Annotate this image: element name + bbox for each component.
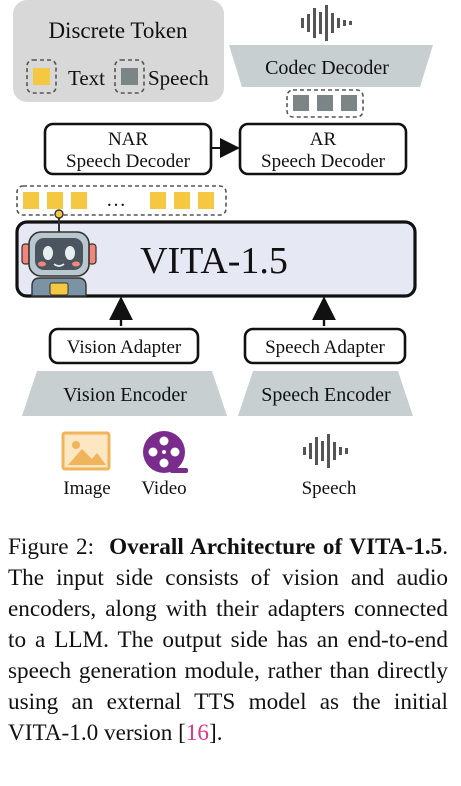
architecture-diagram: Discrete Token Text Speech Codec Decoder… [13, 0, 433, 499]
robot-icon [21, 209, 97, 297]
vision-encoder-label: Vision Encoder [63, 384, 187, 406]
caption-body: . The input side consists of vision and … [8, 534, 449, 746]
speech-token [341, 95, 357, 111]
speech-adapter-block: Speech Adapter [243, 327, 407, 365]
text-token [23, 192, 39, 209]
figure-caption: Figure 2: Overall Architecture of VITA-1… [8, 532, 448, 749]
codec-decoder-block: Codec Decoder [229, 45, 433, 87]
text-token [150, 192, 166, 209]
text-token [198, 192, 214, 209]
waveform-icon [301, 5, 352, 41]
ar-decoder-line1: AR [310, 129, 337, 150]
image-input-label: Image [63, 478, 110, 499]
speech-waveform-icon [303, 434, 348, 468]
llm-block: VITA-1.5 [15, 220, 417, 298]
nar-speech-decoder-block: NAR Speech Decoder [43, 122, 213, 176]
video-input-label: Video [141, 478, 186, 499]
ar-speech-decoder-block: AR Speech Decoder [238, 122, 408, 176]
nar-decoder-line2: Speech Decoder [66, 151, 191, 172]
speech-encoder-block: Speech Encoder [238, 371, 413, 416]
vision-adapter-block: Vision Adapter [48, 327, 200, 365]
ar-decoder-line2: Speech Decoder [261, 151, 386, 172]
citation-link[interactable]: 16 [185, 720, 209, 746]
speech-input-label: Speech [302, 478, 357, 499]
image-icon [61, 431, 111, 471]
caption-title: Overall Architecture of VITA-1.5 [109, 534, 443, 560]
speech-token [317, 95, 333, 111]
text-token-row: … [16, 185, 227, 216]
text-token [174, 192, 190, 209]
legend-text-label: Text [68, 66, 105, 90]
video-icon [143, 431, 188, 473]
legend-title: Discrete Token [48, 18, 188, 43]
nar-decoder-line1: NAR [108, 129, 148, 150]
vision-encoder-block: Vision Encoder [22, 371, 227, 416]
speech-adapter-label: Speech Adapter [265, 337, 385, 358]
text-token-swatch [33, 68, 50, 85]
token-ellipsis: … [106, 189, 126, 211]
codec-decoder-label: Codec Decoder [265, 57, 389, 79]
text-token [47, 192, 63, 209]
legend-speech-label: Speech [148, 66, 209, 90]
speech-token-swatch [121, 68, 138, 85]
speech-token-group [286, 89, 364, 118]
speech-token [293, 95, 309, 111]
legend-box: Discrete Token Text Speech [13, 0, 224, 102]
vision-adapter-label: Vision Adapter [67, 337, 182, 358]
caption-end: ]. [209, 720, 223, 746]
caption-label: Figure 2: [8, 534, 95, 560]
text-token [71, 192, 87, 209]
speech-encoder-label: Speech Encoder [261, 384, 391, 406]
llm-label: VITA-1.5 [140, 240, 288, 282]
